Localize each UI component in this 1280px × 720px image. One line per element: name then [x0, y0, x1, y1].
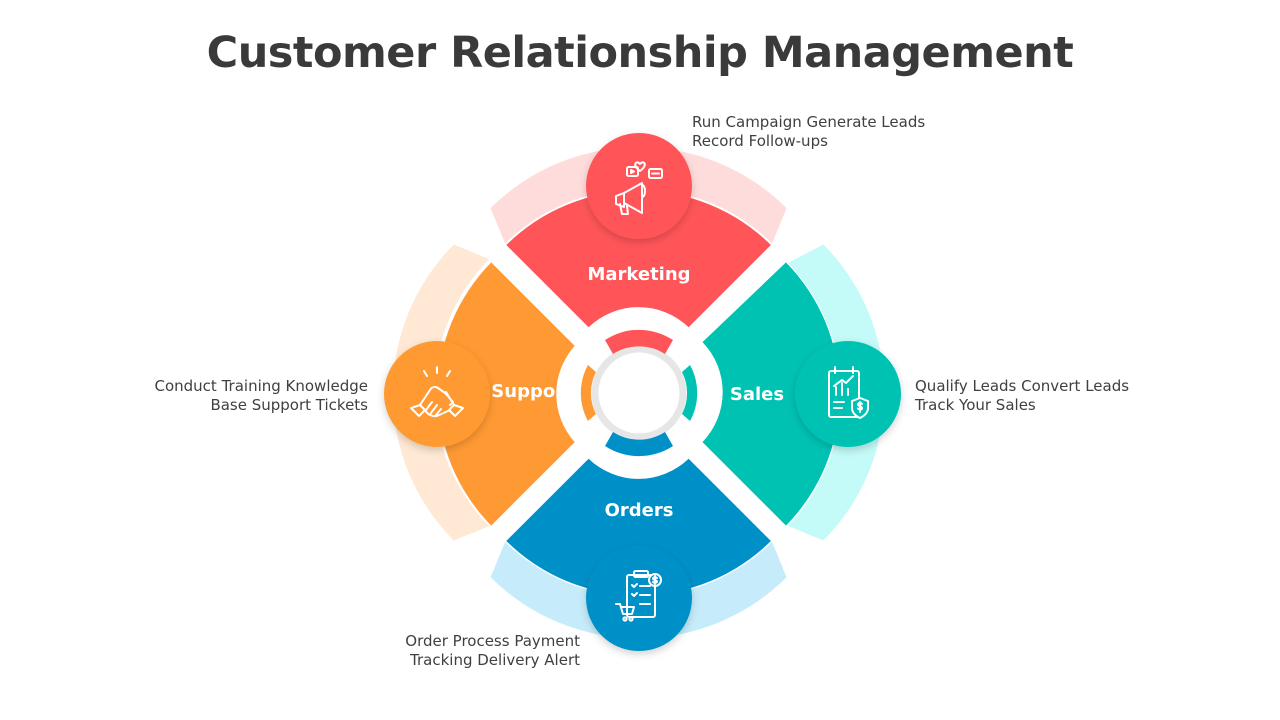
megaphone-icon	[615, 161, 663, 215]
page-title: Customer Relationship Management	[206, 28, 1074, 78]
support-label: Support	[491, 381, 573, 402]
orders-center-arc	[605, 432, 673, 457]
sales-desc-line1: Qualify Leads Convert Leads	[915, 377, 1130, 395]
orders-outer-band	[490, 541, 787, 639]
orders-icon-badge[interactable]	[586, 545, 692, 651]
orders-segment[interactable]	[506, 458, 771, 596]
support-description: Conduct Training Knowledge Base Support …	[155, 377, 369, 415]
sales-desc-line2: Track Your Sales	[915, 396, 1036, 414]
orders-description: Order Process Payment Tracking Delivery …	[405, 632, 580, 670]
sales-label: Sales	[730, 384, 784, 405]
sales-description: Qualify Leads Convert Leads Track Your S…	[915, 377, 1129, 415]
marketing-segment[interactable]	[506, 190, 771, 328]
support-segment[interactable]	[437, 262, 575, 526]
sales-inner-arc	[682, 365, 698, 421]
marketing-desc-line2: Record Follow-ups	[692, 132, 828, 150]
support-inner-arc	[580, 365, 596, 421]
sales-report-icon	[828, 366, 869, 419]
center-hole	[603, 357, 675, 429]
marketing-label: Marketing	[587, 264, 690, 285]
marketing-center-arc	[605, 329, 673, 354]
order-checklist-cart-icon	[615, 570, 662, 622]
marketing-desc-line1: Run Campaign Generate Leads	[692, 113, 926, 131]
sales-icon-badge[interactable]	[795, 341, 901, 447]
orders-desc-line2: Tracking Delivery Alert	[410, 651, 580, 669]
marketing-outer-band	[490, 147, 787, 244]
orders-desc-line1: Order Process Payment	[405, 632, 580, 650]
sales-segment[interactable]	[702, 262, 840, 526]
support-icon-badge[interactable]	[384, 341, 490, 447]
marketing-description: Run Campaign Generate Leads Record Follo…	[692, 113, 925, 151]
orders-label: Orders	[605, 500, 674, 521]
center-ring-stroke	[591, 345, 687, 441]
support-desc-line1: Conduct Training Knowledge	[154, 377, 369, 395]
handshake-icon	[410, 366, 464, 418]
marketing-icon-badge[interactable]	[586, 133, 692, 239]
support-outer-band	[392, 244, 490, 541]
support-desc-line2: Base Support Tickets	[210, 396, 368, 414]
sales-outer-band	[788, 244, 885, 541]
